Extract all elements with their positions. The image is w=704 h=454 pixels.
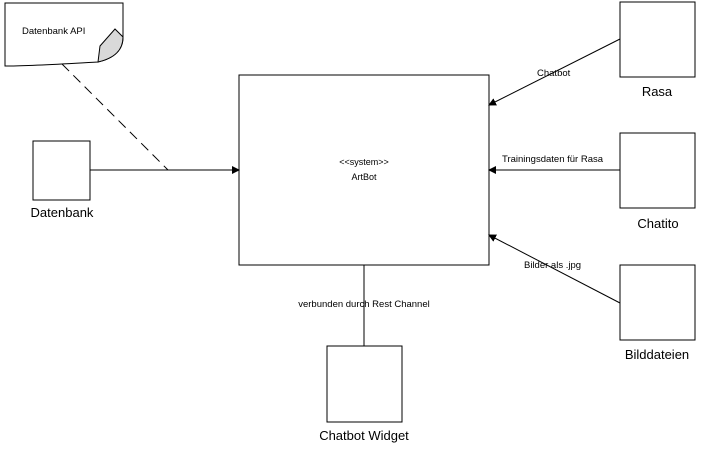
node-rasa: Rasa	[619, 1, 696, 99]
note-label: Datenbank API	[22, 26, 85, 37]
node-widget-box	[326, 345, 403, 423]
system-artbot: <<system>> ArtBot	[238, 74, 490, 266]
node-datenbank-box	[32, 140, 91, 201]
node-rasa-label: Rasa	[642, 84, 673, 99]
node-widget-label: Chatbot Widget	[319, 428, 409, 443]
edge-rasa-label: Chatbot	[537, 68, 571, 79]
edge-chatito-label: Trainingsdaten für Rasa	[502, 154, 604, 165]
node-bilddateien-box	[619, 264, 696, 341]
node-widget: Chatbot Widget	[319, 345, 409, 443]
node-chatito-box	[619, 132, 696, 209]
node-datenbank: Datenbank	[31, 140, 94, 220]
node-datenbank-label: Datenbank	[31, 205, 94, 220]
node-chatito: Chatito	[619, 132, 696, 231]
edge-bilddateien-label: Bilder als .jpg	[524, 260, 581, 271]
node-bilddateien-label: Bilddateien	[625, 347, 689, 362]
edge-bilddateien	[488, 234, 621, 304]
system-stereotype: <<system>>	[339, 157, 389, 167]
node-rasa-box	[619, 1, 696, 78]
system-name: ArtBot	[351, 172, 377, 182]
edge-rasa	[488, 38, 621, 106]
note-fold	[97, 28, 124, 63]
node-chatito-label: Chatito	[637, 216, 678, 231]
datenbank-api-note: Datenbank API	[4, 2, 124, 67]
system-box	[238, 74, 490, 266]
edge-widget-label: verbunden durch Rest Channel	[298, 299, 430, 310]
node-bilddateien: Bilddateien	[619, 264, 696, 362]
note-link-dashed	[61, 63, 169, 171]
